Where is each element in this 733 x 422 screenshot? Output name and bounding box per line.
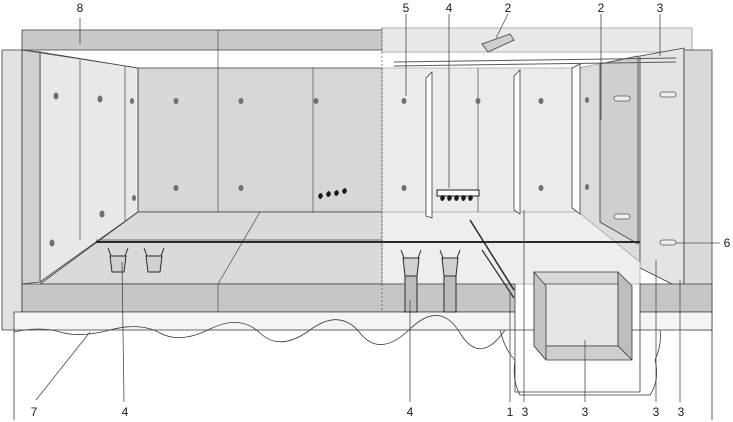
fastener: [401, 185, 407, 191]
anchor-bolt: [613, 95, 631, 102]
nozzle-coil: [447, 195, 452, 201]
foundation-slab-right: [639, 311, 713, 331]
fastener: [538, 185, 544, 191]
leader-lines: [35, 13, 720, 403]
enclosure-structure: [1, 27, 713, 420]
tank-box-floor: [533, 345, 633, 361]
back-wall-fins: [425, 63, 581, 219]
callout-3-top: 3: [657, 1, 664, 15]
callout-4-bottom-mid: 4: [407, 405, 414, 419]
anchor-bolt: [659, 239, 677, 246]
floor-fitting-arm: [400, 249, 422, 259]
callout-2-left: 2: [505, 1, 512, 15]
callout-2-right: 2: [598, 1, 605, 15]
leader-line: [35, 331, 91, 401]
foundation-slab: [13, 311, 516, 331]
gutter-lip: [469, 219, 515, 291]
callout-3-bottom-b: 3: [582, 405, 589, 419]
tank-box-left: [533, 271, 547, 361]
fastener: [585, 184, 589, 190]
floor-fitting-arm: [439, 249, 461, 259]
floor-fitting: [109, 255, 127, 273]
fastener: [238, 98, 244, 104]
drain-pipe: [404, 275, 418, 313]
nozzle-coil: [440, 195, 445, 201]
rail: [393, 61, 677, 67]
top-rim-slab: [21, 29, 383, 51]
nozzle-coil: [318, 193, 323, 199]
callout-3-bottom-a: 3: [522, 405, 529, 419]
fastener: [585, 97, 589, 103]
gutter-lip-inner: [481, 249, 515, 299]
callout-4-bottom-left: 4: [122, 405, 129, 419]
tank-box-side: [617, 271, 633, 361]
wall-nozzle-groups: [318, 188, 480, 201]
fastener: [173, 185, 179, 191]
nozzle-coil: [454, 195, 459, 201]
tank-box-inner: [541, 283, 619, 347]
rail: [393, 57, 677, 63]
top-rim-cutaway: [381, 27, 693, 53]
floor-fitting-arm: [107, 247, 129, 257]
callout-6: 6: [724, 236, 731, 250]
right-cladding-frame: [639, 47, 685, 291]
nozzle-coil: [468, 195, 473, 201]
back-wall-right: [381, 67, 579, 213]
callout-labels: 8 5 4 2 2 3 6 7 4 4 1 3 3 3 3: [31, 1, 731, 419]
callout-5: 5: [403, 1, 410, 15]
fastener: [132, 195, 136, 201]
drain-pipe: [443, 275, 457, 313]
callout-3-bottom-c: 3: [653, 405, 660, 419]
fastener: [53, 92, 59, 100]
fastener: [99, 210, 105, 218]
fastener: [97, 95, 103, 103]
top-rails: [393, 33, 677, 67]
front-slab-right: [639, 283, 713, 313]
fastener: [49, 239, 55, 247]
fastener: [313, 98, 319, 104]
callout-7: 7: [31, 405, 38, 419]
front-slab: [21, 283, 516, 313]
left-wall-edge: [21, 49, 41, 285]
floor-fitting: [145, 255, 163, 273]
coping-profile: [481, 33, 515, 53]
anchor-bolt: [659, 91, 677, 98]
leader-line: [121, 261, 125, 403]
wall-fin: [425, 71, 433, 219]
nozzle-coil: [334, 190, 339, 196]
floor-seam: [217, 211, 261, 285]
callout-3-bottom-d: 3: [678, 405, 685, 419]
floor-fittings: [107, 247, 461, 313]
floor-fitting-arm: [143, 247, 165, 257]
anchor-bolt: [613, 213, 631, 220]
nozzle-manifold: [436, 189, 480, 197]
left-outer-wall: [1, 49, 23, 331]
detail-lines: [21, 28, 640, 312]
nozzle-coil: [461, 195, 466, 201]
fastener: [130, 98, 134, 104]
wall-fin: [571, 63, 581, 215]
nozzle-coil: [326, 191, 331, 197]
callout-8: 8: [77, 1, 84, 15]
leader-line: [495, 13, 509, 39]
wall-fin: [513, 69, 521, 215]
fastener: [401, 98, 407, 104]
top-rim-seam: [21, 49, 139, 69]
callout-4-top: 4: [446, 1, 453, 15]
floor-fitting: [441, 257, 459, 277]
anchor-bolts: [613, 91, 677, 246]
nozzle-coil: [342, 188, 347, 194]
ground-section: [14, 330, 712, 420]
ground-wavy-edge: [13, 315, 506, 350]
fastener: [475, 98, 481, 104]
fastener: [238, 185, 244, 191]
fastener: [538, 98, 544, 104]
callout-1: 1: [507, 405, 514, 419]
wall-fasteners: [49, 92, 589, 247]
fastener: [173, 98, 179, 104]
floor-fitting: [402, 257, 420, 277]
